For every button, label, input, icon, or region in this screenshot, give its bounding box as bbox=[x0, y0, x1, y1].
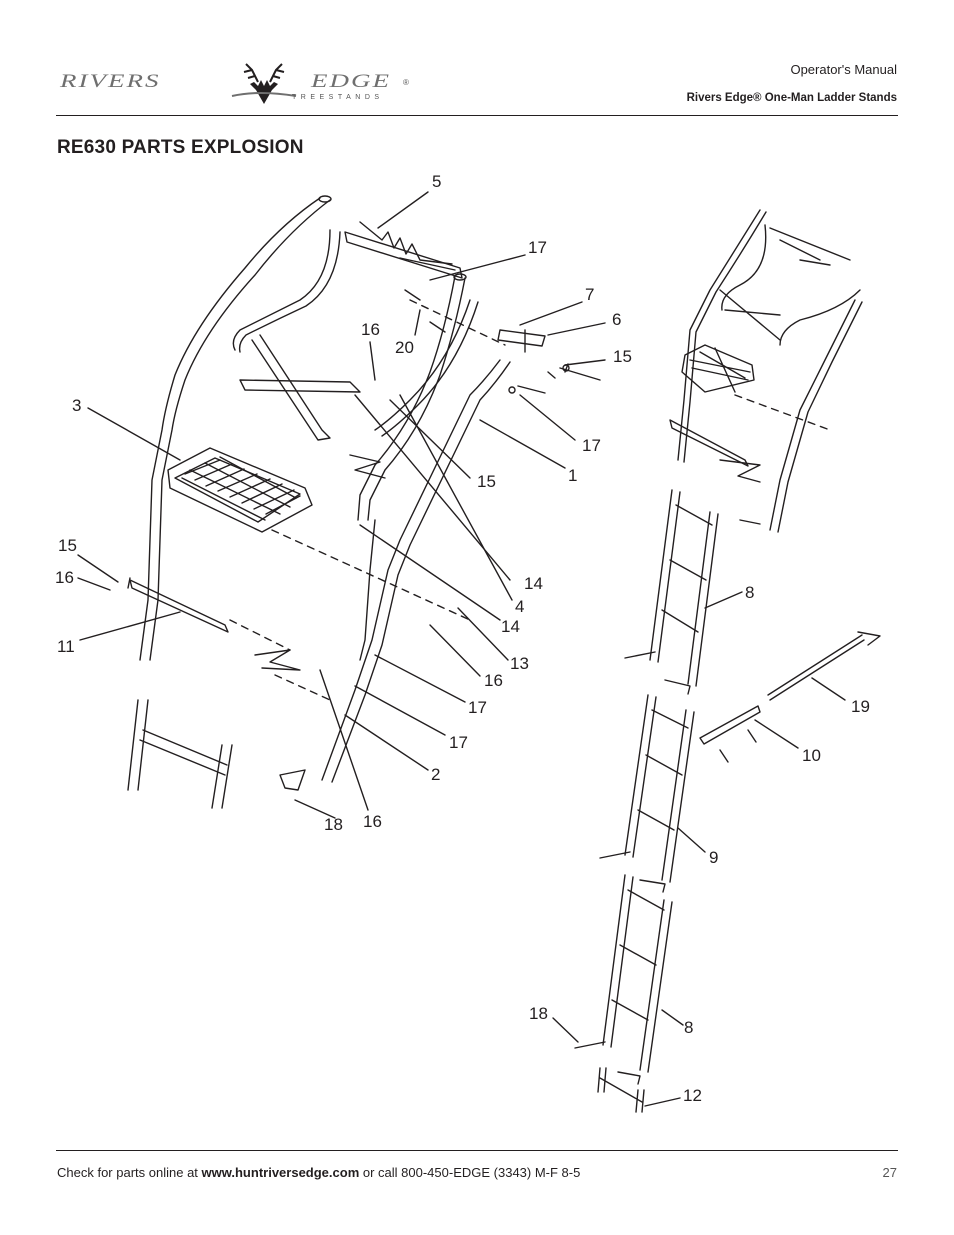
lower-h-frame bbox=[127, 699, 233, 809]
callout-15: 15 bbox=[477, 472, 496, 491]
ladder-section-bottom bbox=[574, 874, 673, 1085]
logo-subtext: TREESTANDS bbox=[292, 94, 384, 101]
callout-14: 14 bbox=[501, 617, 520, 636]
callout-17: 17 bbox=[449, 733, 468, 752]
explosion-lines bbox=[229, 299, 831, 701]
callout-16: 16 bbox=[55, 568, 74, 587]
callout-8: 8 bbox=[745, 583, 755, 602]
page-number: 27 bbox=[882, 1165, 897, 1180]
callout-16: 16 bbox=[363, 812, 382, 831]
callout-leaders bbox=[77, 191, 846, 1107]
rivers-edge-logo: RIVERS EDGE TREESTANDS ® bbox=[56, 60, 416, 108]
top-back-bar bbox=[344, 221, 463, 279]
footrest-bar bbox=[127, 577, 229, 633]
callout-4: 4 bbox=[515, 597, 525, 616]
footer-text-after: or call 800-450-EDGE (3343) M-F 8-5 bbox=[359, 1165, 581, 1180]
header-rule bbox=[56, 115, 898, 116]
logo-wordmark-edge: EDGE bbox=[311, 70, 391, 91]
base-feet bbox=[597, 1067, 645, 1113]
callout-2: 2 bbox=[431, 765, 441, 784]
ladder-section-middle bbox=[599, 694, 695, 893]
deer-head-icon bbox=[231, 63, 297, 104]
footer-rule bbox=[56, 1150, 898, 1151]
callout-15: 15 bbox=[613, 347, 632, 366]
callout-1: 1 bbox=[568, 466, 578, 485]
platform-grating bbox=[167, 447, 313, 533]
front-leg-tubes bbox=[321, 359, 511, 783]
callout-20: 20 bbox=[395, 338, 414, 357]
callout-13: 13 bbox=[510, 654, 529, 673]
callout-15: 15 bbox=[58, 536, 77, 555]
callout-8: 8 bbox=[684, 1018, 694, 1037]
callout-19: 19 bbox=[851, 697, 870, 716]
callout-11: 11 bbox=[57, 637, 75, 656]
support-bar bbox=[767, 631, 881, 701]
logo-wordmark: RIVERS bbox=[60, 70, 161, 91]
callout-6: 6 bbox=[612, 310, 622, 329]
footer-url[interactable]: www.huntriversedge.com bbox=[201, 1165, 360, 1180]
bracket-part bbox=[497, 329, 546, 347]
page-title: RE630 PARTS EXPLOSION bbox=[57, 137, 304, 158]
seat-strut bbox=[239, 379, 361, 393]
footer-text: Check for parts online at www.huntrivers… bbox=[57, 1165, 580, 1180]
callout-5: 5 bbox=[432, 172, 442, 191]
callout-7: 7 bbox=[585, 285, 595, 304]
callout-3: 3 bbox=[72, 396, 82, 415]
callout-9: 9 bbox=[709, 848, 719, 867]
callout-16: 16 bbox=[484, 671, 503, 690]
logo-registered-mark: ® bbox=[403, 78, 409, 87]
callout-17: 17 bbox=[582, 436, 601, 455]
callout-17: 17 bbox=[528, 238, 547, 257]
callout-18: 18 bbox=[324, 815, 343, 834]
manual-label: Operator's Manual bbox=[790, 62, 897, 77]
assembled-stand-view bbox=[669, 209, 863, 533]
brace-bracket bbox=[699, 705, 761, 763]
callout-10: 10 bbox=[802, 746, 821, 765]
ladder-section-top bbox=[624, 489, 719, 695]
callout-14: 14 bbox=[524, 574, 543, 593]
callout-17: 17 bbox=[468, 698, 487, 717]
callout-16: 16 bbox=[361, 320, 380, 339]
left-seat-rail bbox=[139, 195, 332, 661]
leg-foot bbox=[279, 769, 306, 791]
shooting-rail bbox=[232, 229, 331, 351]
footer-text-before: Check for parts online at bbox=[57, 1165, 202, 1180]
right-seat-rail bbox=[357, 273, 467, 521]
product-line: Rivers Edge® One-Man Ladder Stands bbox=[686, 92, 897, 104]
callout-18: 18 bbox=[529, 1004, 548, 1023]
callout-12: 12 bbox=[683, 1086, 702, 1105]
